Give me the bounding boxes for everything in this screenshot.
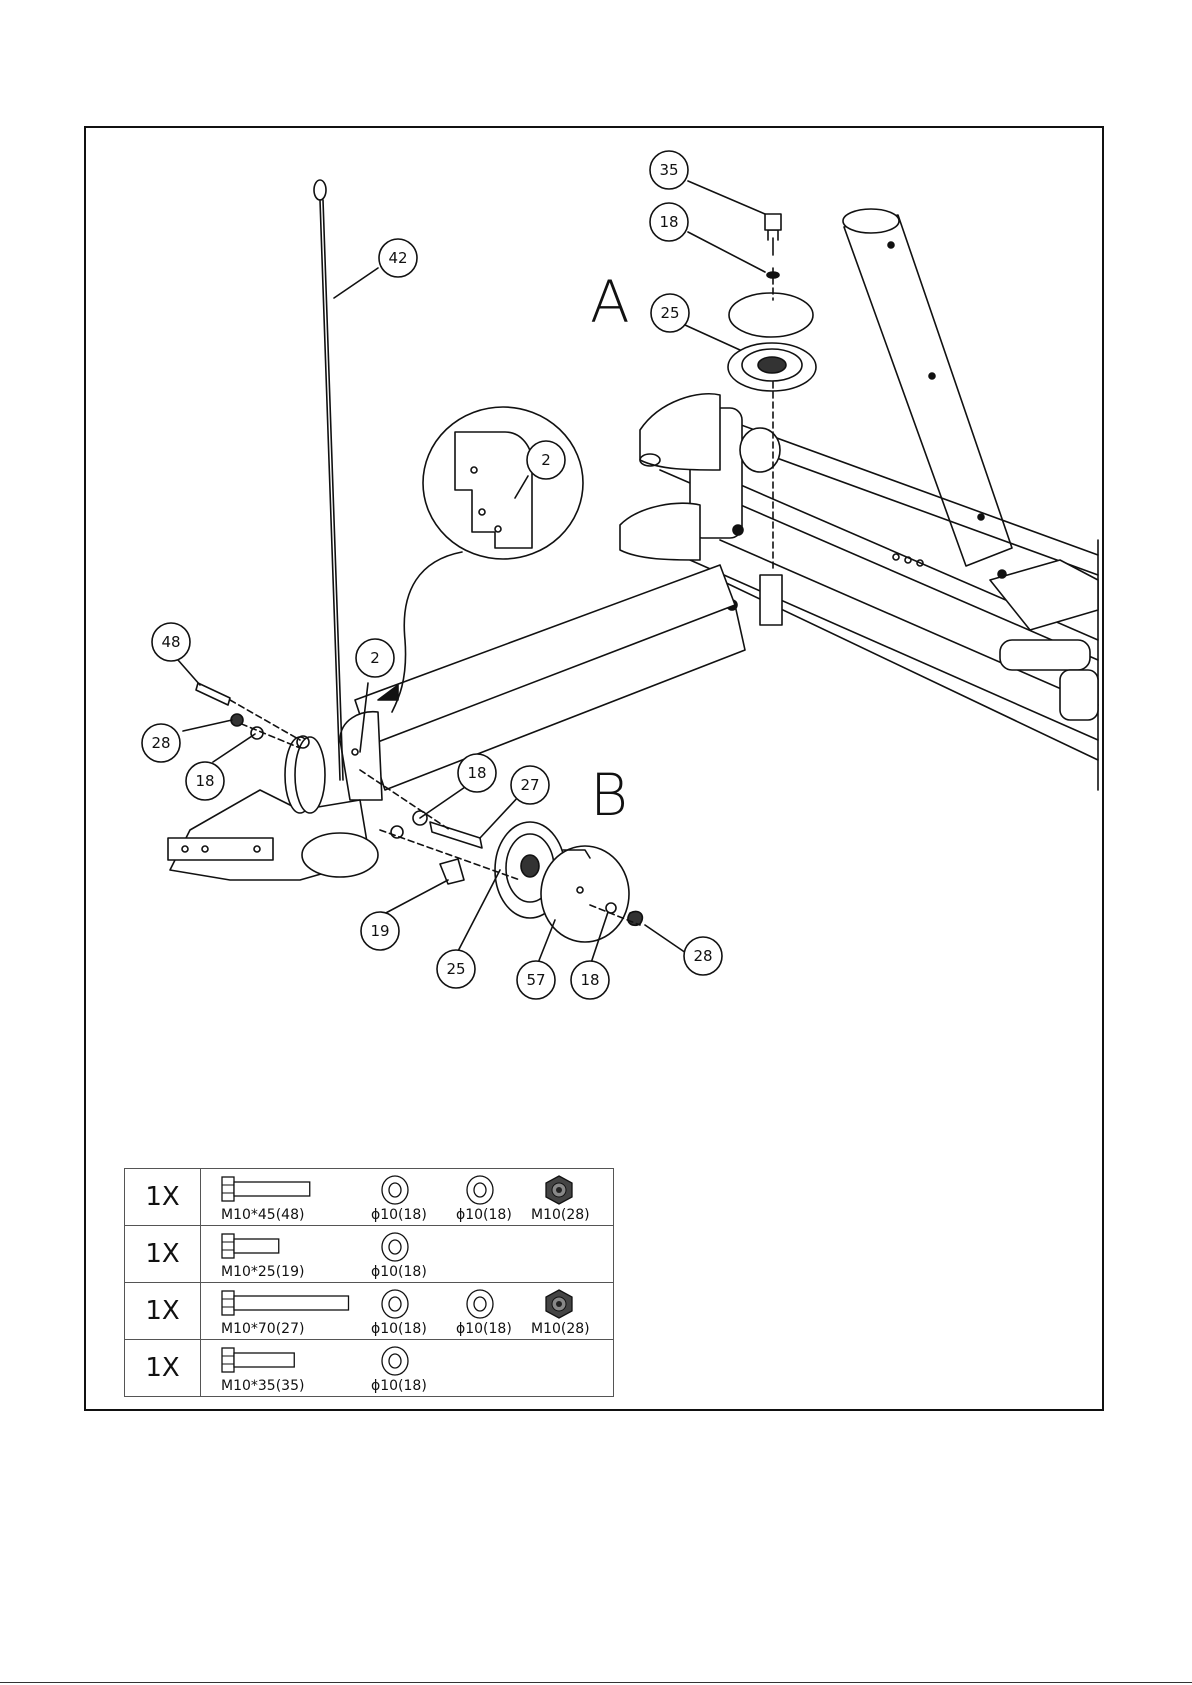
hardware-label: M10*35(35): [221, 1378, 304, 1394]
callout-18: 18: [659, 213, 678, 231]
callout-2-detail: 2: [541, 451, 551, 469]
hardware-label: M10*45(48): [221, 1207, 304, 1223]
hardware-row: 1X M10*35(35) ϕ10(18): [125, 1340, 614, 1397]
callout-27: 27: [520, 776, 539, 794]
hardware-label: M10*25(19): [221, 1264, 304, 1280]
left-hardware: [196, 683, 309, 748]
bolt-icon: [221, 1289, 354, 1319]
callout-48: 48: [161, 633, 180, 651]
washer-icon: [464, 1289, 498, 1323]
callout-25: 25: [446, 960, 465, 978]
hardware-label: ϕ10(18): [456, 1321, 512, 1337]
hardware-items-cell: M10*45(48) ϕ10(18) ϕ10(18) M10(28): [201, 1169, 614, 1226]
hardware-row: 1X M10*70(27) ϕ10(18) ϕ10(18) M10(28): [125, 1283, 614, 1340]
washer-icon: [379, 1175, 413, 1209]
callout-25: 25: [660, 304, 679, 322]
bolt-icon: [221, 1175, 315, 1205]
nut-icon: [543, 1175, 577, 1209]
hardware-row: 1X M10*45(48) ϕ10(18) ϕ10(18) M10(28): [125, 1169, 614, 1226]
main-tube: [355, 565, 745, 790]
callout-42: 42: [388, 249, 407, 267]
washer-icon: [379, 1289, 413, 1323]
hardware-items-cell: M10*35(35) ϕ10(18): [201, 1340, 614, 1397]
hardware-label: ϕ10(18): [456, 1207, 512, 1223]
hardware-row: 1X M10*25(19) ϕ10(18): [125, 1226, 614, 1283]
hardware-label: M10(28): [531, 1207, 590, 1223]
bolt-icon: [221, 1346, 299, 1376]
quantity-cell: 1X: [125, 1340, 201, 1397]
quantity-cell: 1X: [125, 1226, 201, 1283]
hardware-label: ϕ10(18): [371, 1378, 427, 1394]
quantity-cell: 1X: [125, 1283, 201, 1340]
hardware-label: ϕ10(18): [371, 1264, 427, 1280]
bolt-icon: [221, 1232, 284, 1262]
nut-icon: [543, 1289, 577, 1323]
quantity-cell: 1X: [125, 1169, 201, 1226]
hardware-items-cell: M10*25(19) ϕ10(18): [201, 1226, 614, 1283]
hardware-label: M10(28): [531, 1321, 590, 1337]
hardware-label: M10*70(27): [221, 1321, 304, 1337]
hardware-label: ϕ10(18): [371, 1321, 427, 1337]
hardware-label: ϕ10(18): [371, 1207, 427, 1223]
callout-2: 2: [370, 649, 380, 667]
cable-part-42: [314, 180, 343, 780]
washer-icon: [464, 1175, 498, 1209]
callout-18: 18: [580, 971, 599, 989]
hardware-items-cell: M10*70(27) ϕ10(18) ϕ10(18) M10(28): [201, 1283, 614, 1340]
callout-18: 18: [467, 764, 486, 782]
callout-57: 57: [526, 971, 545, 989]
view-label-b: B: [590, 761, 628, 829]
page-bottom-rule: [0, 1682, 1192, 1683]
callout-28: 28: [693, 947, 712, 965]
washer-icon: [379, 1232, 413, 1266]
washer-icon: [379, 1346, 413, 1380]
callout-18: 18: [195, 772, 214, 790]
callout-35: 35: [659, 161, 678, 179]
callout-28: 28: [151, 734, 170, 752]
view-label-a: A: [590, 268, 630, 336]
callout-19: 19: [370, 922, 389, 940]
